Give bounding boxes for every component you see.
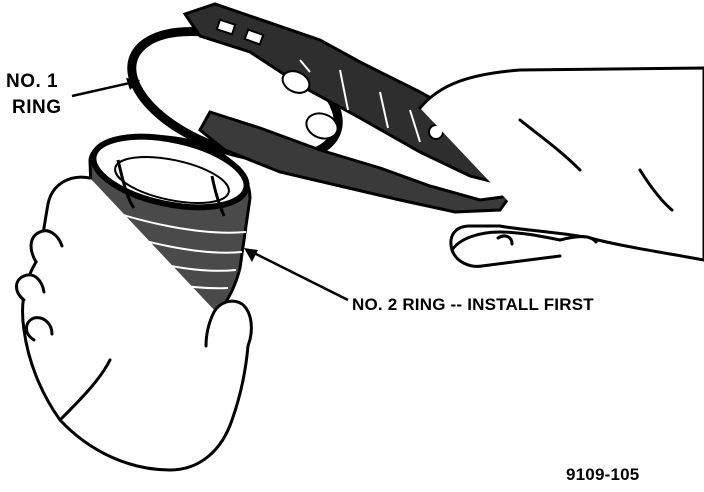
right-hand-holding-tool: [418, 66, 704, 268]
no1-ring-label-line1: NO. 1: [6, 71, 59, 92]
no1-ring-arrowhead: [126, 78, 140, 90]
no1-ring-label-line2: RING: [12, 97, 62, 118]
no1-ring-leader-line: [71, 80, 135, 98]
no2-ring-arrowhead: [244, 248, 258, 262]
no2-ring-install-first-label: NO. 2 RING -- INSTALL FIRST: [352, 295, 594, 314]
no2-ring-leader-line: [251, 250, 349, 302]
left-hand-holding-piston: [15, 175, 253, 472]
figure-number: 9109-105: [566, 465, 640, 484]
callout-leaders: [71, 80, 349, 302]
